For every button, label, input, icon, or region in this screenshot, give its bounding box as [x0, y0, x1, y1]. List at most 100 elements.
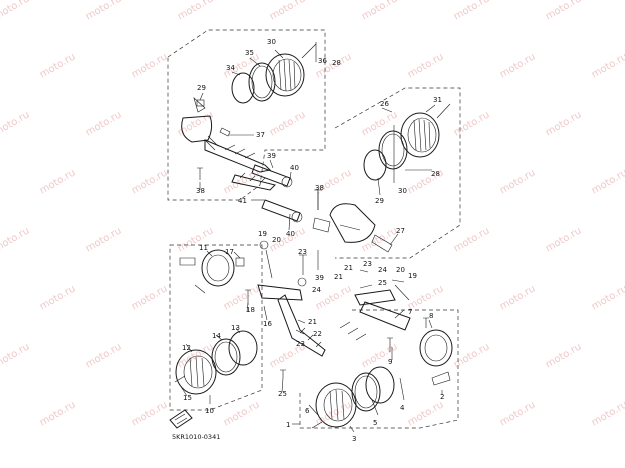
callout-30: 30 — [398, 187, 407, 195]
watermark-text: moto.ru — [452, 0, 492, 23]
callout-28: 28 — [431, 170, 440, 178]
front-left-signal-assembly — [181, 42, 322, 223]
callout-24-right: 24 — [378, 266, 387, 274]
watermark-text: moto.ru — [590, 283, 625, 312]
watermark-text: moto.ru — [130, 283, 170, 312]
watermark-text: moto.ru — [38, 283, 78, 312]
callout-40-top: 39 — [267, 152, 276, 160]
lens-12 — [175, 349, 217, 395]
callout-31: 31 — [433, 96, 442, 104]
callout-18: 18 — [246, 306, 255, 314]
watermark-text: moto.ru — [544, 341, 584, 370]
parts-kit-icon — [169, 409, 193, 429]
gasket-29 — [363, 149, 387, 181]
callout-37: 36 — [318, 57, 327, 65]
watermark-text: moto.ru — [176, 0, 216, 23]
callout-14: 14 — [212, 332, 221, 340]
gasket-4 — [365, 366, 395, 404]
callout-7: 7 — [408, 308, 412, 316]
callout-2: 2 — [440, 393, 444, 401]
watermark-text: moto.ru — [268, 0, 308, 23]
lens-28 — [400, 103, 451, 158]
group-outlines — [167, 29, 461, 429]
watermark-text: moto.ru — [0, 341, 31, 370]
watermark-text: moto.ru — [314, 399, 354, 428]
callout-24-left: 24 — [312, 286, 321, 294]
diagram-code: 5KR1010-0341 — [172, 433, 220, 441]
callout-17: 17 — [225, 248, 234, 256]
callout-34: 30 — [267, 38, 276, 46]
housing-33 — [181, 97, 219, 151]
lens-3 — [315, 382, 357, 428]
gasket-36 — [248, 62, 276, 102]
callout-8: 8 — [429, 312, 433, 320]
watermark-text: moto.ru — [590, 51, 625, 80]
rear-right-signal-assembly — [311, 269, 453, 429]
callout-25-left: 25 — [278, 390, 287, 398]
callout-3: 3 — [352, 435, 356, 443]
lens-34 — [265, 43, 317, 97]
gasket-13 — [228, 330, 258, 366]
gasket-35 — [231, 72, 255, 104]
watermark-text: moto.ru — [0, 0, 31, 23]
callout-9: 9 — [388, 358, 392, 366]
watermark-text: moto.ru — [452, 109, 492, 138]
part-callouts: 30 35 34 29 36 28 37 38 39 40 41 40 38 2… — [182, 38, 444, 443]
callout-20-right: 20 — [396, 266, 405, 274]
callout-39-top: 38 — [196, 187, 205, 195]
callout-21-left: 21 — [308, 318, 317, 326]
callout-27: 27 — [396, 227, 405, 235]
callout-35: 34 — [226, 64, 235, 72]
callout-36: 35 — [245, 49, 254, 57]
watermark-text: moto.ru — [84, 109, 124, 138]
watermark-text: moto.ru — [498, 283, 538, 312]
housing-11 — [179, 249, 245, 294]
center-mount-bracket — [257, 240, 326, 378]
gasket-14 — [211, 338, 241, 376]
watermark-text: moto.ru — [498, 399, 538, 428]
callout-22-right: 21 — [334, 273, 343, 281]
watermark-text: moto.ru — [544, 225, 584, 254]
callout-23-left-b: 23 — [296, 340, 305, 348]
callout-16: 16 — [263, 320, 272, 328]
callout-11: 11 — [199, 244, 208, 252]
watermark-text: moto.ru — [38, 167, 78, 196]
watermark-text: moto.ru — [84, 225, 124, 254]
watermark-text: moto.ru — [406, 51, 446, 80]
watermark-text: moto.ru — [452, 225, 492, 254]
callout-10: 10 — [205, 407, 214, 415]
gasket-30 — [378, 130, 408, 170]
callout-41-mid: 41 — [238, 197, 247, 205]
watermark-text: moto.ru — [222, 399, 262, 428]
watermark-text: moto.ru — [84, 341, 124, 370]
watermark-text: moto.ru — [0, 109, 31, 138]
callout-20-left: 20 — [272, 236, 281, 244]
callout-38-mid: 38 — [315, 184, 324, 192]
callout-21-right: 21 — [344, 264, 353, 272]
rear-left-signal-assembly — [174, 249, 258, 395]
callout-19-right: 19 — [408, 272, 417, 280]
callout-23-left: 23 — [298, 248, 307, 256]
watermark-text: moto.ru — [498, 51, 538, 80]
watermark-text: moto.ru — [268, 109, 308, 138]
callout-4: 4 — [400, 404, 405, 412]
callout-41-top: 40 — [290, 164, 299, 172]
callout-5: 5 — [373, 419, 377, 427]
callout-6: 6 — [305, 407, 310, 415]
callout-29: 29 — [375, 197, 384, 205]
watermark-text: moto.ru — [544, 0, 584, 23]
watermark-text: moto.ru — [176, 225, 216, 254]
callout-13: 13 — [231, 324, 240, 332]
watermark-text: moto.ru — [360, 341, 400, 370]
watermark-text: moto.ru — [84, 0, 124, 23]
callout-22: 22 — [313, 330, 322, 338]
callout-19-left: 19 — [258, 230, 267, 238]
watermark-text: moto.ru — [314, 167, 354, 196]
watermark-text: moto.ru — [544, 109, 584, 138]
callout-23-right: 23 — [363, 260, 372, 268]
watermark-text: moto.ru — [222, 167, 262, 196]
callout-33: 29 — [197, 84, 206, 92]
watermark-text: moto.ru — [498, 167, 538, 196]
